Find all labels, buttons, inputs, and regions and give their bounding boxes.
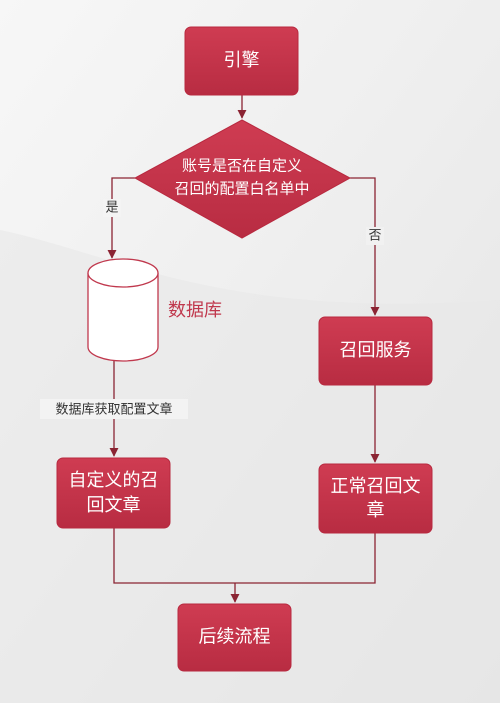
node-normal-recall-label-line1: 正常召回文 xyxy=(331,476,421,497)
edge-custom-to-merge xyxy=(113,528,235,584)
node-engine-label: 引擎 xyxy=(224,50,260,71)
node-followup: 后续流程 xyxy=(177,603,292,672)
edge-label-yes: 是 xyxy=(105,201,118,216)
edge-label-no-bg xyxy=(366,227,384,245)
node-normal-recall: 正常召回文 章 xyxy=(318,463,433,534)
database-cylinder-icon xyxy=(87,273,159,362)
node-decision: 账号是否在自定义 召回的配置白名单中 xyxy=(133,119,352,239)
connectors xyxy=(107,95,380,603)
node-normal-recall-label-line2: 章 xyxy=(367,500,385,521)
edge-decision-yes xyxy=(107,177,135,259)
node-custom-recall-label-line1: 自定义的召 xyxy=(69,470,159,491)
node-recall-service-label: 召回服务 xyxy=(340,340,412,361)
node-decision-label-line1: 账号是否在自定义 xyxy=(182,157,302,175)
node-database-label: 数据库 xyxy=(168,300,222,321)
node-custom-recall: 自定义的召 回文章 xyxy=(56,457,171,529)
edge-label-no: 否 xyxy=(368,229,381,244)
node-database: 数据库 xyxy=(87,258,222,362)
database-cylinder-top xyxy=(87,258,159,288)
node-engine: 引擎 xyxy=(184,26,299,96)
edge-label-db-fetch: 数据库获取配置文章 xyxy=(55,402,172,418)
edge-label-yes-bg xyxy=(103,199,121,217)
edge-decision-no xyxy=(350,177,380,316)
edge-label-db-fetch-bg xyxy=(40,399,188,419)
edge-normal-to-merge xyxy=(235,533,376,584)
node-custom-recall-label-line2: 回文章 xyxy=(87,495,141,516)
node-decision-label-line2: 召回的配置白名单中 xyxy=(174,180,309,198)
node-followup-label: 后续流程 xyxy=(199,627,271,648)
node-recall-service: 召回服务 xyxy=(318,316,433,386)
